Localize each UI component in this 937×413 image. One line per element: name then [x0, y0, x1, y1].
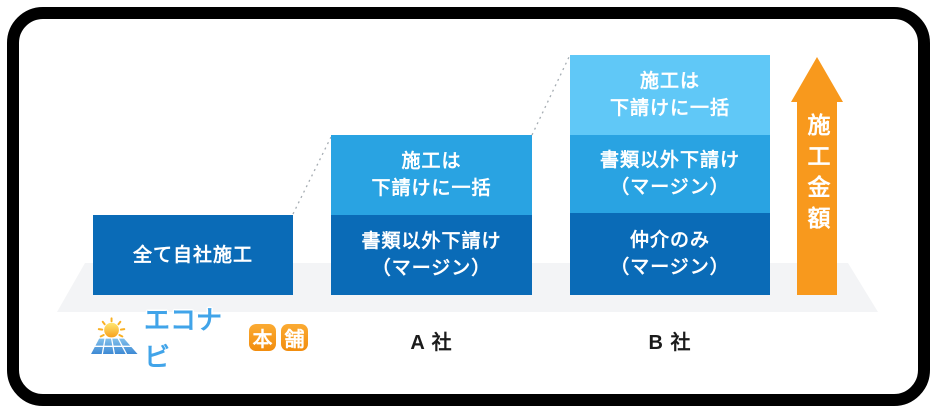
logo-text: エコナビ: [143, 305, 222, 372]
bar-econavi: 全て自社施工: [93, 215, 293, 295]
segment-text-line: 施工は: [639, 71, 700, 92]
bar-company-b: 施工は 下請けに一括 書類以外下請け （マージン） 仲介のみ （マージン）: [570, 55, 770, 295]
dotted-connector-1: [292, 136, 332, 215]
segment-outsourced-construction: 施工は 下請けに一括: [331, 135, 532, 215]
segment-broker-only-margin: 仲介のみ （マージン）: [570, 213, 770, 295]
cost-axis-label-wrap: 施工金額: [790, 113, 844, 237]
label-company-b: B 社: [648, 332, 692, 354]
segment-subcontract-margin: 書類以外下請け （マージン）: [570, 135, 770, 213]
cost-axis-label: 施工金額: [804, 113, 830, 237]
segment-subcontract-margin: 書類以外下請け （マージン）: [331, 215, 532, 295]
segment-outsourced-construction: 施工は 下請けに一括: [570, 55, 770, 135]
logo-badge-po: 舗: [281, 323, 308, 351]
segment-text-line: （マージン）: [610, 177, 730, 198]
dotted-connector-2: [531, 56, 570, 136]
segment-text-line: 仲介のみ: [629, 230, 710, 251]
up-arrow-icon: [791, 57, 843, 295]
cost-axis-arrow: 施工金額: [790, 55, 844, 295]
segment-text-line: 下請けに一括: [371, 178, 492, 199]
bar-company-a: 施工は 下請けに一括 書類以外下請け （マージン）: [331, 135, 532, 295]
segment-text-line: 書類以外下請け: [599, 150, 740, 171]
sun-solar-panel-icon: [88, 317, 141, 356]
logo-badge-hon: 本: [249, 323, 276, 351]
segment-text-line: 施工は: [401, 151, 462, 172]
segment-text-line: 書類以外下請け: [361, 231, 502, 252]
segment-all-inhouse: 全て自社施工: [93, 215, 293, 295]
econavi-logo: エコナビ 本 舗: [88, 305, 308, 372]
segment-text-line: 下請けに一括: [609, 98, 730, 119]
segment-text: 全て自社施工: [132, 244, 253, 266]
segment-text-line: （マージン）: [371, 258, 492, 279]
segment-text-line: （マージン）: [610, 257, 730, 278]
label-company-a: A 社: [410, 332, 453, 354]
